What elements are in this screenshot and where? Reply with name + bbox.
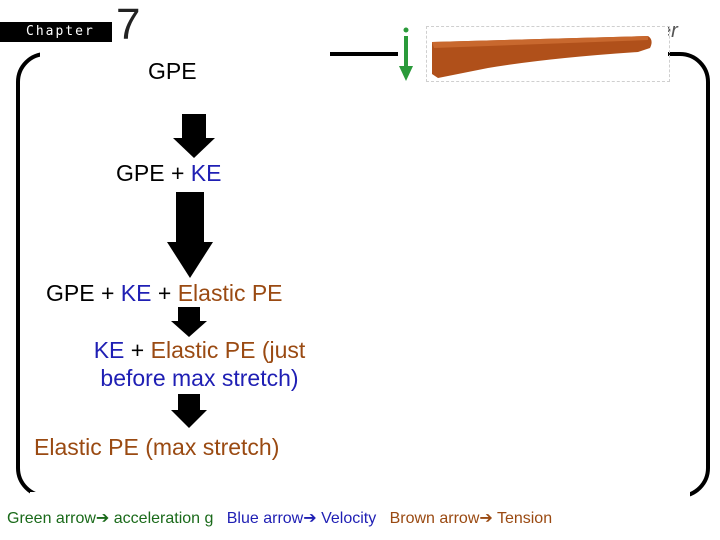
step3-elastic-pe: Elastic PE bbox=[178, 280, 283, 306]
step3-plus: + bbox=[158, 280, 171, 306]
step4-elastic-pe: Elastic PE (just bbox=[151, 337, 306, 363]
content-frame bbox=[16, 52, 710, 498]
legend: Green arrow➔ acceleration g Blue arrow➔ … bbox=[7, 508, 552, 528]
step2-gpe: GPE bbox=[116, 160, 165, 186]
step2-plus: + bbox=[171, 160, 184, 186]
step3-plus: + bbox=[101, 280, 114, 306]
chapter-number: 7 bbox=[116, 2, 140, 48]
arrow-down-icon bbox=[167, 190, 213, 280]
arrow-down-icon bbox=[171, 394, 207, 430]
step1-text: GPE bbox=[148, 58, 197, 85]
frame-gap-bottom bbox=[30, 492, 690, 504]
green-arrow-icon bbox=[396, 26, 418, 84]
diving-board-plank bbox=[428, 28, 668, 84]
legend-blue: Blue arrow bbox=[227, 510, 303, 527]
legend-brown: Brown arrow bbox=[390, 510, 480, 527]
step4-line2: before max stretch) bbox=[62, 364, 337, 392]
step4-ke: KE bbox=[94, 337, 125, 363]
step3-gpe: GPE bbox=[46, 280, 95, 306]
right-arrow-icon: ➔ bbox=[479, 510, 492, 527]
step2-text: GPE + KE bbox=[116, 160, 221, 187]
legend-brown-desc: Tension bbox=[497, 510, 552, 527]
step3-text: GPE + KE + Elastic PE bbox=[46, 280, 283, 307]
step4-plus: + bbox=[131, 337, 144, 363]
legend-blue-desc: Velocity bbox=[321, 510, 376, 527]
chapter-label: Chapter bbox=[0, 22, 112, 42]
right-arrow-icon: ➔ bbox=[303, 510, 316, 527]
step2-ke: KE bbox=[191, 160, 222, 186]
arrow-down-icon bbox=[171, 307, 207, 337]
step4-text: KE + Elastic PE (just before max stretch… bbox=[62, 336, 337, 392]
arrow-down-icon bbox=[173, 112, 215, 160]
right-arrow-icon: ➔ bbox=[96, 510, 109, 527]
step1-gpe: GPE bbox=[148, 58, 197, 84]
step5-text: Elastic PE (max stretch) bbox=[34, 434, 279, 461]
legend-green: Green arrow bbox=[7, 510, 96, 527]
legend-green-desc: acceleration g bbox=[114, 510, 214, 527]
step3-ke: KE bbox=[121, 280, 152, 306]
